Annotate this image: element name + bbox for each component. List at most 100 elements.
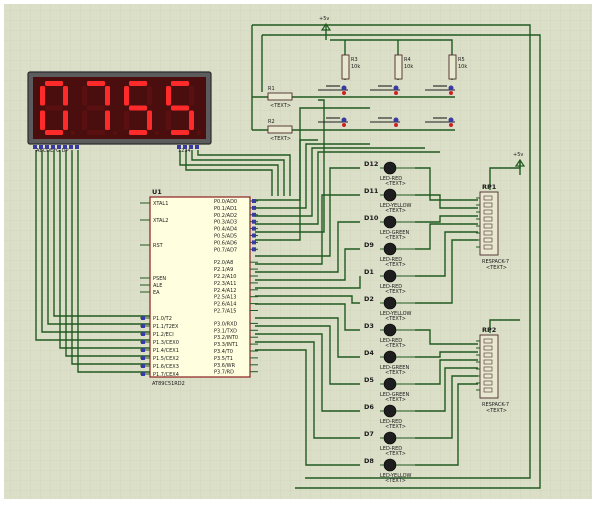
segment-pin-labels: ABCDEFG DP [36, 148, 68, 154]
led-type: LED-RED [380, 176, 402, 182]
mcu-left-pin: P1.3/CEX0 [153, 340, 179, 346]
mcu-right-pin: P3.4/T0 [214, 349, 233, 355]
led-ref: D7 [364, 430, 374, 438]
respack-text: <TEXT> [486, 408, 507, 414]
mcu-right-pin: P3.5/T1 [214, 356, 233, 362]
mcu-right-pin: P3.3/INT1 [214, 342, 238, 348]
mcu-left-pin: ALE [153, 283, 162, 289]
led-text: <TEXT> [385, 451, 406, 457]
digit-pin [189, 145, 193, 149]
led-text: <TEXT> [385, 370, 406, 376]
led-type: LED-RED [380, 284, 402, 290]
resistor-value: <TEXT> [270, 103, 291, 109]
push-switch [425, 117, 455, 127]
led-ref: D10 [364, 214, 379, 222]
resistor: R2<TEXT> [267, 119, 293, 142]
led-text: <TEXT> [385, 262, 406, 268]
resistor-ref: R5 [458, 57, 465, 63]
mcu-right-pin: P0.2/AD2 [214, 213, 237, 219]
led-text: <TEXT> [385, 208, 406, 214]
mcu-left-pin: P1.4/CEX1 [153, 348, 179, 354]
segment-pin [45, 145, 49, 149]
mcu-left-pin: P1.7/CEX4 [153, 372, 179, 378]
digit-pin-labels: 1234 [178, 148, 191, 154]
mcu-right-pin: P3.7/RD [214, 370, 234, 376]
led-type: LED-GREEN [380, 365, 409, 371]
mcu-right-pin: P0.5/AD5 [214, 234, 237, 240]
mcu-right-pin: P3.0/RXD [214, 321, 238, 327]
led-text: <TEXT> [385, 478, 406, 484]
led-type: LED-GREEN [380, 392, 409, 398]
led-ref: D8 [364, 457, 374, 465]
mcu-right-pin: P2.1/A9 [214, 267, 233, 273]
resistor-value: <TEXT> [270, 136, 291, 142]
keypad-switches [318, 85, 455, 127]
wiring [35, 24, 541, 489]
mcu-left-pin: RST [153, 243, 164, 249]
push-switch [318, 117, 348, 127]
segment-pin [57, 145, 61, 149]
led-text: <TEXT> [385, 397, 406, 403]
mcu-right-pin: P2.7/A15 [214, 309, 236, 315]
mcu-right-pin: P3.1/TXD [214, 328, 237, 334]
digit-pin [195, 145, 199, 149]
power-terminal-top: +5v [319, 16, 332, 40]
seven-segment-display: ABCDEFG DP 1234 [27, 71, 212, 154]
respack-ref: RP1 [482, 183, 497, 191]
mcu-right-pin: P0.7/AD7 [214, 247, 237, 253]
push-switch [370, 85, 400, 95]
mcu-left-pin: EA [153, 290, 160, 296]
mcu-right-pin: P2.6/A14 [214, 302, 236, 308]
led-ref: D9 [364, 241, 374, 249]
led-text: <TEXT> [385, 289, 406, 295]
led-text: <TEXT> [385, 316, 406, 322]
resistor-ref: R1 [268, 86, 275, 92]
push-switch [425, 85, 455, 95]
push-switch [318, 85, 348, 95]
led-text: <TEXT> [385, 235, 406, 241]
resistor-value: 10k [404, 64, 413, 70]
mcu-left-pin: P1.5/CEX2 [153, 356, 179, 362]
mcu-left-pin: P1.1/T2EX [153, 324, 179, 330]
mcu-right-pin: P3.6/WR [214, 363, 236, 369]
mcu-left-pin: P1.2/ECI [153, 332, 174, 338]
display-digit [124, 81, 159, 135]
mcu-part: AT89C51RD2 [152, 381, 185, 387]
mcu-right-pin: P2.2/A10 [214, 274, 236, 280]
svg-text:+5v: +5v [319, 16, 329, 22]
mcu-left-pin: P1.6/CEX3 [153, 364, 179, 370]
segment-pin [69, 145, 73, 149]
mcu-left-pin: XTAL2 [153, 218, 168, 224]
led-type: LED-RED [380, 419, 402, 425]
mcu-right-pin: P3.2/INT0 [214, 335, 238, 341]
led-type: LED-RED [380, 446, 402, 452]
led-type: LED-YELLOW [380, 473, 412, 479]
led-text: <TEXT> [385, 424, 406, 430]
mcu-ref: U1 [152, 188, 162, 196]
mcu-right-pin: P0.1/AD1 [214, 206, 237, 212]
resistor: R1 <TEXT> [267, 86, 293, 109]
led-type: LED-GREEN [380, 230, 409, 236]
resistor-value: 10k [351, 64, 360, 70]
led-ref: D6 [364, 403, 374, 411]
power-terminal-right: +5v [513, 152, 526, 175]
respack-part: RESPACK-7 [482, 259, 509, 265]
display-digit [166, 81, 201, 135]
mcu-left-pin: PSEN [153, 276, 166, 282]
respack-text: <TEXT> [486, 265, 507, 271]
